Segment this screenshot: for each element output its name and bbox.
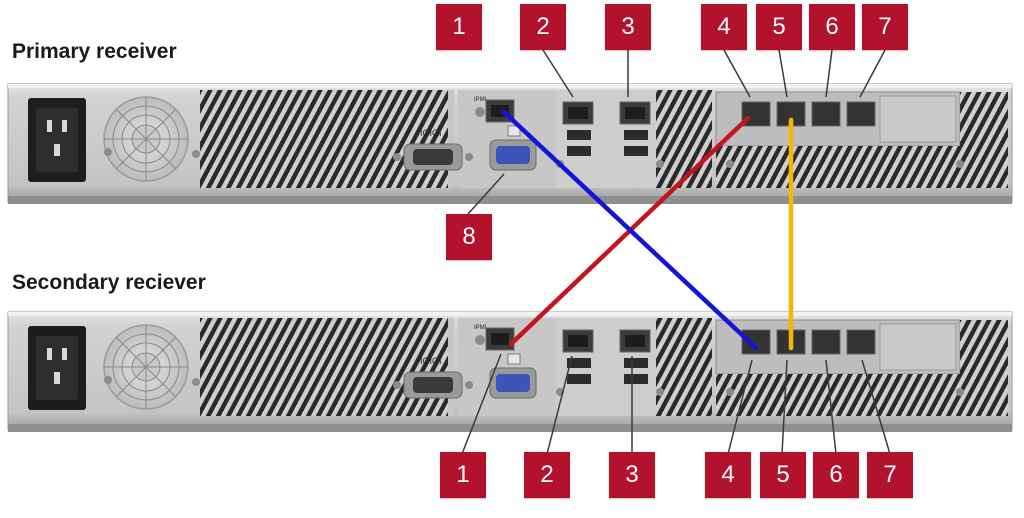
callout-6-primary: 6 xyxy=(809,4,855,50)
callout-1-primary: 1 xyxy=(436,4,482,50)
callout-3-primary: 3 xyxy=(605,4,651,50)
callout-4-primary: 4 xyxy=(701,4,747,50)
leader-line-4 xyxy=(723,49,751,98)
bottom-leader-lines xyxy=(461,353,891,455)
leader-line-7 xyxy=(859,49,886,98)
blue-cable xyxy=(501,109,759,351)
leader-line-5 xyxy=(781,359,788,455)
ipmi-label: IPMI xyxy=(474,325,487,331)
serial-label: IOIOI xyxy=(420,128,442,138)
leader-line-1 xyxy=(461,353,502,455)
leader-line-6 xyxy=(825,359,837,455)
secondary-receiver-chassis: IPMI IOIOI xyxy=(7,311,1013,433)
leader-line-7 xyxy=(861,359,891,455)
callout-5-secondary: 5 xyxy=(760,452,806,498)
top-leader-lines xyxy=(467,49,886,215)
leader-line-2 xyxy=(546,355,573,455)
leader-line-6 xyxy=(825,49,833,98)
callout-7-primary: 7 xyxy=(862,4,908,50)
leader-line-8 xyxy=(467,173,505,215)
ipmi-label: IPMI xyxy=(474,97,487,103)
secondary-receiver-heading: Secondary reciever xyxy=(12,271,206,294)
callout-2-secondary: 2 xyxy=(524,452,570,498)
leader-line-2 xyxy=(542,49,574,98)
callout-7-secondary: 7 xyxy=(867,452,913,498)
callout-5-primary: 5 xyxy=(756,4,802,50)
callout-2-primary: 2 xyxy=(520,4,566,50)
leader-line-5 xyxy=(778,49,788,98)
callout-3-secondary: 3 xyxy=(609,452,655,498)
primary-receiver-chassis: IPMI IOIOI xyxy=(7,83,1013,205)
callout-8-primary: 8 xyxy=(446,214,492,260)
serial-label: IOIOI xyxy=(420,356,442,366)
primary-receiver-heading: Primary receiver xyxy=(12,40,177,63)
callout-1-secondary: 1 xyxy=(440,452,486,498)
callout-6-secondary: 6 xyxy=(813,452,859,498)
callout-4-secondary: 4 xyxy=(705,452,751,498)
leader-line-4 xyxy=(727,359,753,455)
